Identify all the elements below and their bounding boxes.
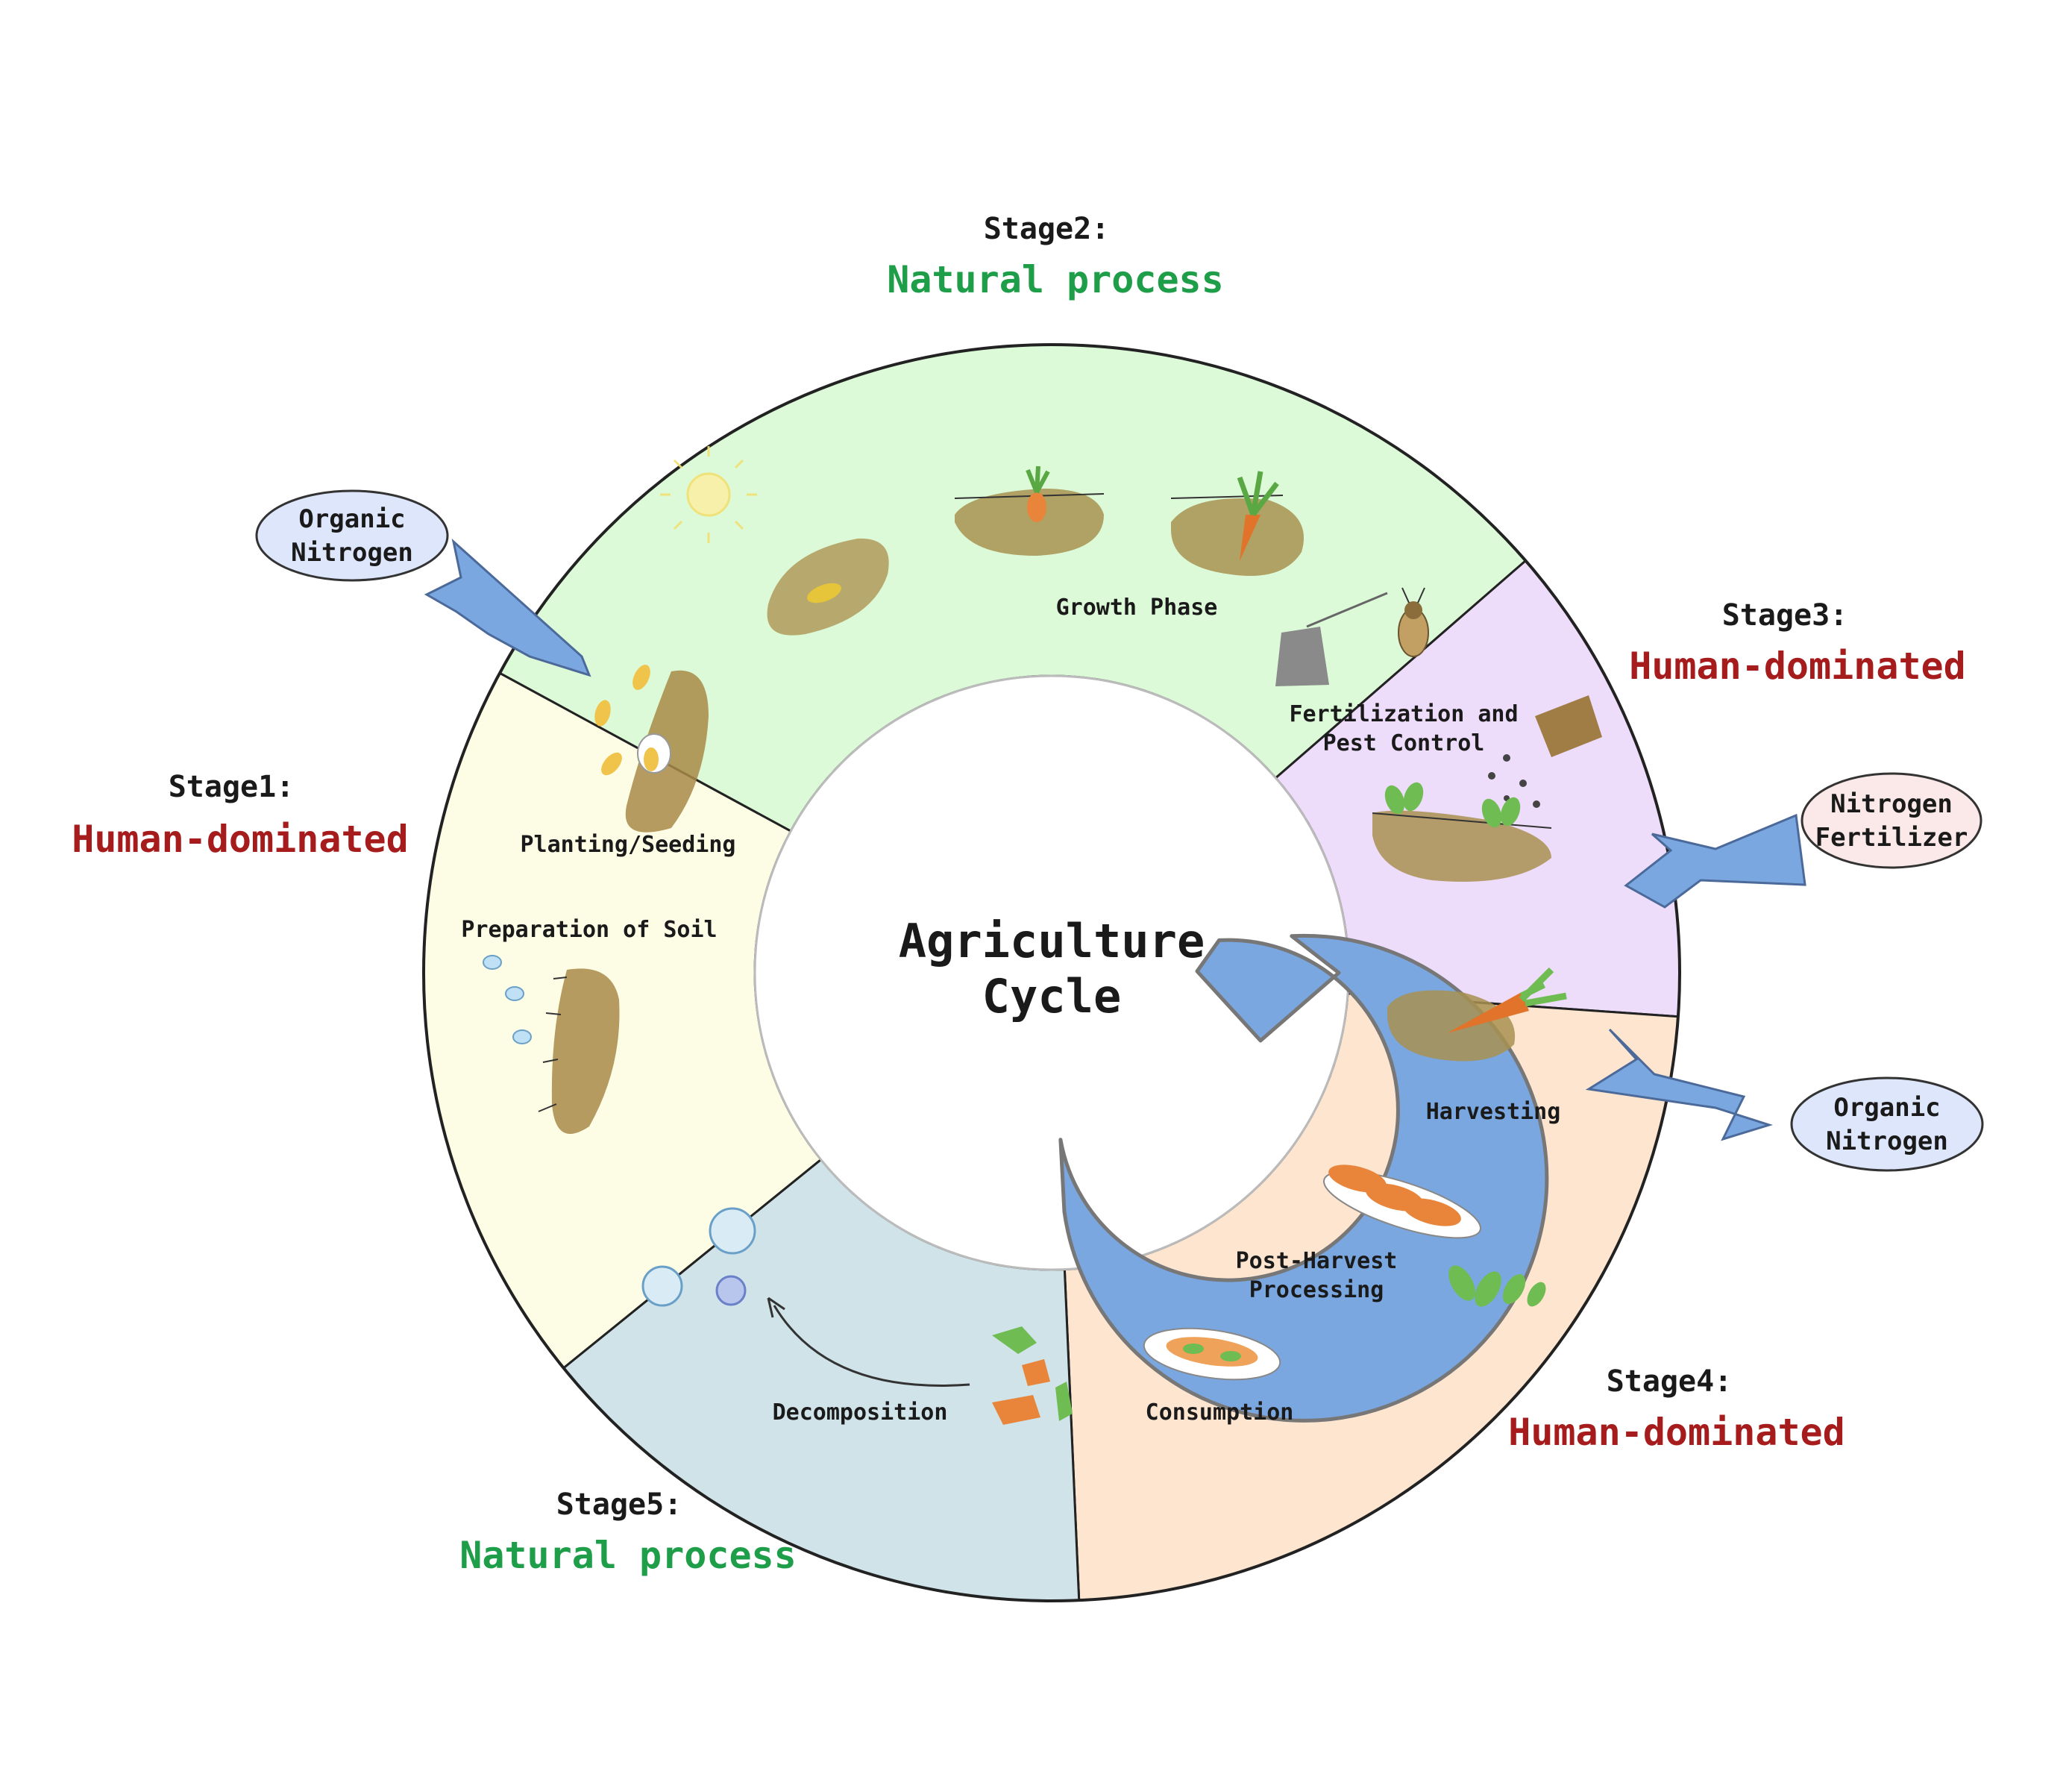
stage5-label: Stage5: — [556, 1487, 682, 1522]
sprout-soil-icon — [954, 465, 1105, 556]
decomposition-arrow-head-icon — [767, 1297, 785, 1318]
phase-planting-seeding: Planting/Seeding — [521, 832, 736, 858]
bubble-fertilizer-line2: Fertilizer — [1815, 823, 1968, 853]
meal-plate-icon — [1143, 1327, 1281, 1381]
harvest-carrot-icon — [1387, 967, 1567, 1062]
phase-decomposition: Decomposition — [773, 1399, 948, 1426]
organic-nitrogen-out-arrow-icon — [1585, 1028, 1774, 1141]
phase-consumption: Consumption — [1146, 1399, 1294, 1426]
center-title-line2: Cycle — [982, 969, 1122, 1023]
phase-fertilization-line2: Pest Control — [1323, 730, 1485, 756]
carrots-plate-icon — [1322, 1164, 1482, 1239]
organic-nitrogen-in-arrow-icon — [424, 538, 591, 677]
stage1-type: Human-dominated — [72, 818, 409, 861]
bubble-organic-out-line1: Organic — [1833, 1093, 1940, 1123]
stage1-label: Stage1: — [169, 770, 295, 804]
nitrogen-fertilizer-arrow-icon — [1624, 813, 1806, 909]
sun-icon — [660, 446, 757, 543]
fertilizer-bag-icon — [1488, 695, 1602, 808]
bubble-organic-in-line1: Organic — [298, 504, 405, 534]
stage3-label: Stage3: — [1722, 598, 1848, 633]
stage2-type: Natural process — [887, 258, 1224, 301]
bubble-organic-in-line2: Nitrogen — [291, 538, 413, 568]
ring — [422, 343, 1681, 1602]
bug-icon — [1398, 587, 1429, 657]
phase-preparation-of-soil: Preparation of Soil — [461, 917, 717, 943]
plants-soil-icon — [1372, 782, 1552, 882]
seed-in-soil-icon — [767, 538, 889, 636]
seeds-icon — [594, 665, 709, 833]
phase-fertilization-line1: Fertilization and — [1289, 701, 1518, 727]
sprayer-icon — [1275, 592, 1388, 686]
leaves-icon — [1448, 1265, 1546, 1307]
bubble-organic-nitrogen-out: Organic Nitrogen — [1790, 1076, 1984, 1172]
water-soil-icon — [483, 955, 620, 1134]
food-scraps-icon — [992, 1326, 1073, 1425]
bubble-nitrogen-fertilizer: Nitrogen Fertilizer — [1801, 772, 1982, 869]
phase-growth: Growth Phase — [1056, 595, 1218, 621]
bubble-organic-nitrogen-in: Organic Nitrogen — [255, 489, 449, 582]
decomposition-arrow-line — [773, 1305, 970, 1387]
cycle-arrow-icon — [1058, 933, 1549, 1423]
stage4-label: Stage4: — [1607, 1364, 1733, 1399]
stage2-label: Stage2: — [984, 212, 1110, 246]
stage4-type: Human-dominated — [1508, 1411, 1845, 1454]
center-title-line1: Agriculture — [899, 914, 1205, 968]
bubble-fertilizer-line1: Nitrogen — [1830, 789, 1953, 819]
stage3-type: Human-dominated — [1629, 645, 1966, 688]
phase-post-harvest-line1: Post-Harvest — [1236, 1248, 1398, 1274]
bubble-organic-out-line2: Nitrogen — [1826, 1126, 1948, 1156]
stage5-type: Natural process — [459, 1534, 797, 1577]
outer-ring-border — [422, 343, 1681, 1602]
carrot-soil-icon — [1170, 471, 1304, 576]
phase-post-harvest-line2: Processing — [1249, 1277, 1384, 1303]
bubbles-icon — [641, 1207, 756, 1307]
phase-harvesting: Harvesting — [1426, 1099, 1561, 1125]
